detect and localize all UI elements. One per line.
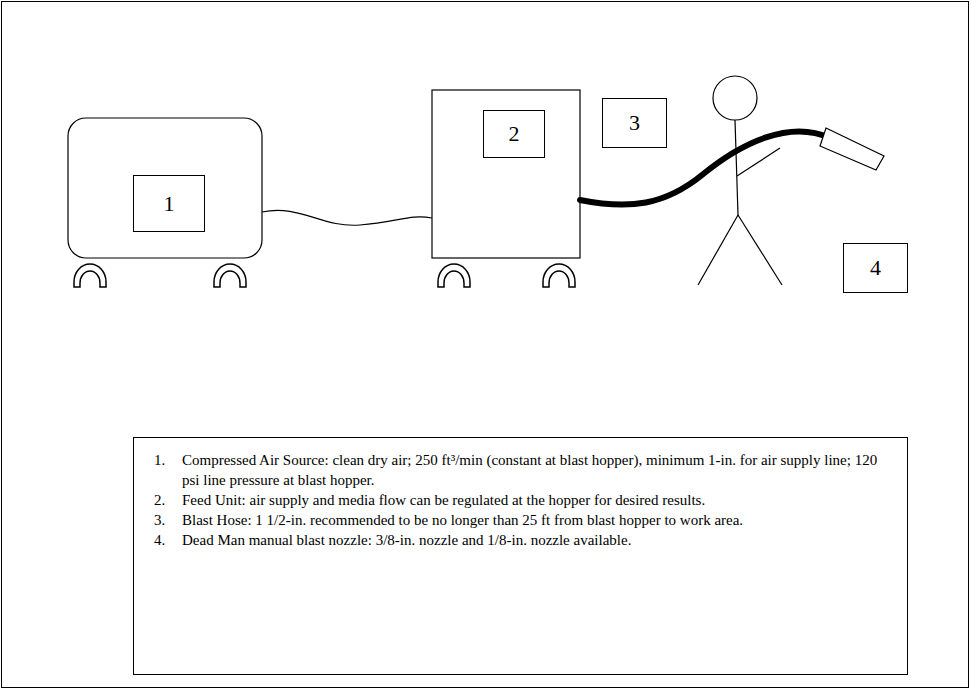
note-text: Blast Hose: 1 1/2-in. recommended to be … bbox=[182, 510, 893, 530]
callout-number: 2 bbox=[509, 123, 520, 145]
blast-nozzle bbox=[820, 128, 884, 170]
operator-body bbox=[735, 120, 738, 215]
callout-number: 3 bbox=[629, 112, 640, 134]
air-supply-line bbox=[262, 210, 432, 225]
callout-box: 4 bbox=[843, 243, 908, 293]
note-text: Compressed Air Source: clean dry air; 25… bbox=[182, 450, 893, 490]
note-text: Dead Man manual blast nozzle: 3/8-in. no… bbox=[182, 530, 893, 550]
list-number: 2. bbox=[154, 490, 182, 510]
operator-figure bbox=[698, 120, 782, 285]
wheel bbox=[74, 264, 106, 287]
note-text: Feed Unit: air supply and media flow can… bbox=[182, 490, 893, 510]
operator-head bbox=[713, 76, 757, 120]
list-number: 4. bbox=[154, 530, 182, 550]
feed-unit-hopper bbox=[432, 90, 580, 258]
wheels bbox=[74, 264, 575, 287]
list-number: 1. bbox=[154, 450, 182, 490]
wheel bbox=[214, 264, 246, 287]
list-number: 3. bbox=[154, 510, 182, 530]
callout-number: 4 bbox=[870, 257, 881, 279]
callout-box: 1 bbox=[133, 175, 205, 232]
operator-leg bbox=[698, 215, 738, 285]
callout-box: 3 bbox=[602, 98, 667, 148]
wheel bbox=[543, 264, 575, 287]
wheel bbox=[438, 264, 470, 287]
air-compressor-cart bbox=[68, 118, 262, 258]
callout-box: 2 bbox=[483, 110, 545, 158]
operator-arm bbox=[737, 148, 780, 176]
operator-leg bbox=[738, 215, 782, 285]
notes-box: 1.Compressed Air Source: clean dry air; … bbox=[133, 437, 908, 675]
callout-number: 1 bbox=[164, 193, 175, 215]
